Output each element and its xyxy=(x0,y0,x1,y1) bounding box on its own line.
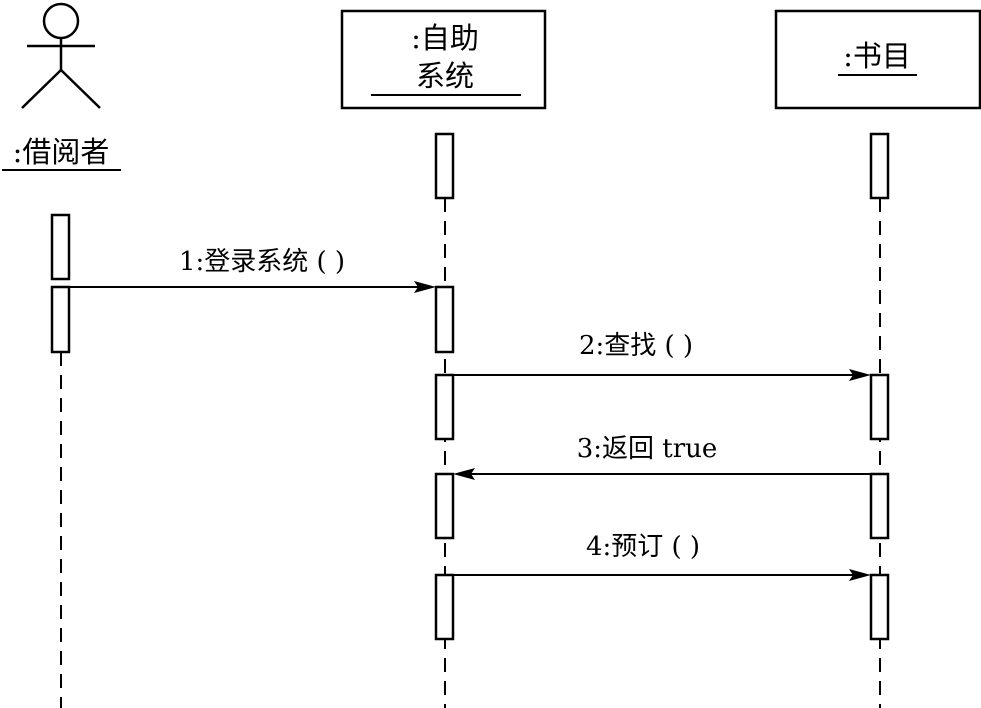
object-system-label-line1: :自助 xyxy=(411,21,479,55)
message-2-arrowhead xyxy=(849,369,871,381)
message-2-label: 2:查找 ( ) xyxy=(579,331,693,361)
activation-catalog-2 xyxy=(869,373,890,441)
activation-system-3 xyxy=(434,373,455,441)
activation-reader-1 xyxy=(50,213,71,281)
activation-catalog-1 xyxy=(869,132,890,200)
actor-head xyxy=(42,2,80,40)
message-3-arrowhead xyxy=(453,468,475,480)
activation-reader-2 xyxy=(50,285,71,354)
object-system-box xyxy=(340,9,547,110)
message-1-arrowhead xyxy=(414,281,436,293)
activation-system-4 xyxy=(434,472,455,540)
actor-right-leg xyxy=(60,69,101,109)
object-system-label-line2: 系统 xyxy=(416,59,474,93)
actor-reader xyxy=(21,2,101,109)
activation-system-1 xyxy=(434,132,455,200)
activation-system-5 xyxy=(434,573,455,641)
actor-reader-label: :借阅者 xyxy=(13,135,110,169)
message-3-label: 3:返回 true xyxy=(577,434,718,464)
activation-system-2 xyxy=(434,285,455,354)
message-4-label: 4:预订 ( ) xyxy=(586,532,700,562)
message-1-label: 1:登录系统 ( ) xyxy=(179,247,345,277)
activation-catalog-3 xyxy=(869,472,890,540)
object-catalog-label: :书目 xyxy=(843,39,911,73)
message-4-arrowhead xyxy=(849,569,871,581)
activation-catalog-4 xyxy=(869,573,890,641)
actor-left-leg xyxy=(21,69,62,109)
object-catalog-box xyxy=(774,9,981,110)
